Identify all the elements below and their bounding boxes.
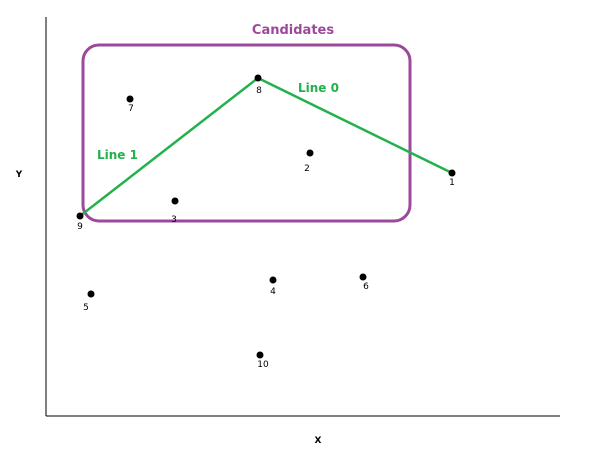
point-7: 7: [126, 95, 134, 114]
point-7-label: 7: [128, 104, 134, 114]
point-8-label: 8: [256, 86, 262, 96]
point-5-label: 5: [83, 303, 89, 313]
y-axis-label: Y: [15, 170, 23, 180]
point-2-label: 2: [304, 164, 310, 174]
point-2: 2: [304, 149, 314, 174]
candidates-label: Candidates: [252, 23, 334, 38]
point-1: 1: [448, 169, 456, 188]
point-10: 10: [256, 351, 269, 370]
candidates-box: [81, 43, 412, 223]
point-8: 8: [254, 74, 262, 96]
line-0-label: Line 0: [298, 81, 339, 95]
point-5: 5: [83, 290, 95, 313]
point-1-label: 1: [449, 178, 455, 188]
point-4-label: 4: [270, 287, 276, 297]
point-9-label: 9: [77, 222, 83, 232]
point-3: 3: [171, 197, 179, 225]
point-6-label: 6: [363, 282, 369, 292]
point-10-label: 10: [257, 360, 269, 370]
point-6: 6: [359, 273, 369, 292]
point-4: 4: [269, 276, 277, 297]
line-0: [257, 76, 453, 175]
line-1: [79, 77, 259, 217]
point-9: 9: [76, 212, 84, 232]
line-1-label: Line 1: [97, 148, 138, 162]
x-axis-label: X: [315, 436, 322, 446]
point-3-label: 3: [171, 215, 177, 225]
